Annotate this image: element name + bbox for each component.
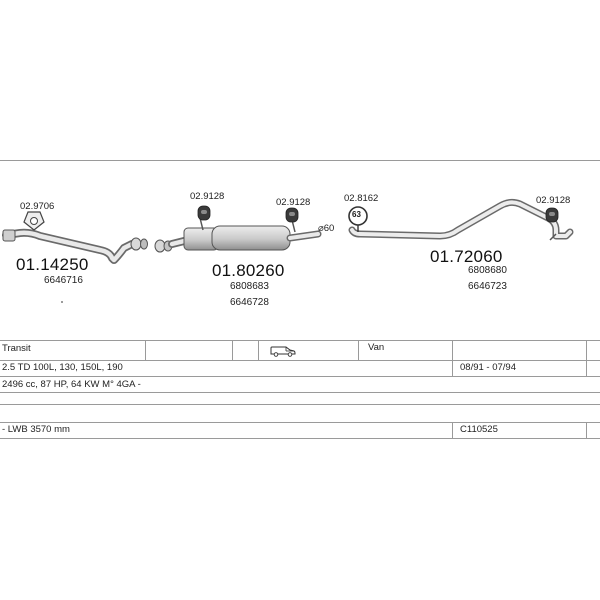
- rubber-hanger-icon: [197, 205, 211, 221]
- body-type-cell: Van: [368, 342, 385, 353]
- oem-ref-2a: 6808683: [230, 281, 269, 292]
- table-line: [0, 392, 600, 393]
- diagram-top-border: [0, 160, 600, 161]
- table-line: [0, 438, 600, 439]
- ring-badge: 63: [352, 210, 361, 219]
- oem-ref-1a: 6646716: [44, 275, 83, 286]
- diameter-label: ⌀60: [318, 223, 335, 234]
- oem-ref-3b: 6646723: [468, 281, 507, 292]
- middle-silencer-part: [154, 217, 322, 253]
- years-cell: 08/91 - 07/94: [460, 362, 516, 373]
- part-number-3: 01.72060: [430, 247, 503, 266]
- table-divider: [586, 340, 587, 376]
- table-line: [0, 404, 600, 405]
- table-line: [0, 360, 600, 361]
- front-pipe-part: [2, 228, 148, 264]
- rear-pipe-part: [348, 198, 574, 241]
- exhaust-parts-drawing: [2, 198, 574, 303]
- code-cell: C110525: [460, 424, 498, 435]
- clamp-label: 02.9706: [20, 201, 55, 212]
- oem-ref-3a: 6808680: [468, 265, 507, 276]
- table-divider: [452, 422, 453, 438]
- ring-clamp-icon: [348, 206, 368, 232]
- engine-desc-cell: 2.5 TD 100L, 130, 150L, 190: [2, 362, 123, 373]
- dot-mark: [61, 301, 63, 303]
- part-number-2: 01.80260: [212, 261, 285, 280]
- table-line: [0, 340, 600, 341]
- table-line: [0, 422, 600, 423]
- part-number-1: 01.14250: [16, 255, 89, 274]
- spec-table: Transit Van 2.5 TD 100L, 130, 150L, 190 …: [0, 340, 600, 450]
- hanger-label-1: 02.9128: [190, 191, 225, 202]
- table-divider: [452, 340, 453, 376]
- hanger-label-2: 02.9128: [276, 197, 311, 208]
- table-divider: [258, 340, 259, 360]
- table-divider: [586, 422, 587, 438]
- wheelbase-cell: - LWB 3570 mm: [2, 424, 70, 435]
- table-divider: [145, 340, 146, 360]
- exhaust-diagram: 02.9706 01.14250 6646716 02.9128 02.9128…: [0, 160, 600, 340]
- gasket-icon: [23, 211, 45, 231]
- van-icon: [270, 346, 296, 357]
- table-divider: [358, 340, 359, 360]
- oem-ref-2b: 6646728: [230, 297, 269, 308]
- hanger-label-3: 02.9128: [536, 195, 571, 206]
- model-cell: Transit: [2, 343, 31, 354]
- table-line: [0, 376, 600, 377]
- table-divider: [232, 340, 233, 360]
- engine-spec-cell: 2496 cc, 87 HP, 64 KW M° 4GA -: [2, 379, 141, 390]
- rubber-hanger-icon: [545, 207, 559, 223]
- ring-clamp-label: 02.8162: [344, 193, 379, 204]
- rubber-hanger-icon: [285, 207, 299, 223]
